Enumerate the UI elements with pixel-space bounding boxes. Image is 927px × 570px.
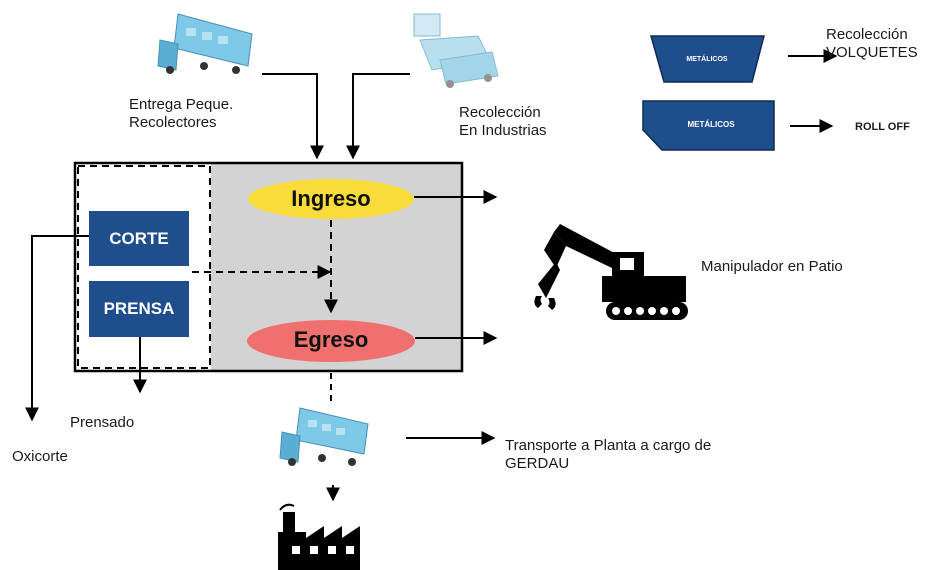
processing-zone (77, 165, 211, 369)
container-bottom-label: METÁLICOS (687, 120, 735, 129)
egreso-oval (247, 320, 415, 362)
corte-box (89, 211, 189, 266)
facility-outline (73, 161, 464, 373)
roll-off-label: ROLL OFF (855, 121, 910, 133)
volquete-container (650, 35, 765, 83)
prensado-label: Prensado (70, 414, 135, 431)
ingreso-label: Ingreso (291, 186, 371, 211)
recoleccion-volquetes-line1: Recolección (826, 26, 908, 43)
arrow-industrias-in (346, 73, 410, 160)
entrega-line2: Recolectores (129, 114, 217, 131)
industrial-truck-icon (413, 13, 499, 88)
prensa-box (89, 281, 189, 337)
container-top-label: METÁLICOS (686, 56, 728, 63)
factory-icon (278, 503, 360, 570)
transporte-label: Transporte a Planta a cargo de GERDAU (505, 437, 711, 473)
recoleccion-industrias-line2: En Industrias (459, 122, 547, 139)
prensa-label: PRENSA (103, 299, 175, 318)
arrow-oxicorte (25, 235, 89, 422)
corte-label: CORTE (109, 229, 169, 248)
manipulador-label: Manipulador en Patio (701, 258, 843, 275)
excavator-icon (534, 224, 688, 320)
truck-icon (157, 13, 253, 74)
transporte-line1: Transporte a Planta a cargo de (505, 437, 712, 454)
rolloff-container (642, 100, 775, 151)
ingreso-oval (248, 179, 414, 219)
recoleccion-industrias-label: Recolección En Industrias (459, 104, 547, 140)
oxicorte-label: Oxicorte (12, 448, 68, 465)
egreso-label: Egreso (293, 327, 369, 352)
entrega-label: Entrega Peque. Recolectores (129, 96, 233, 132)
recoleccion-volquetes-line2: VOLQUETES (826, 44, 918, 61)
arrow-entrega-in (262, 73, 324, 160)
entrega-line1: Entrega Peque. (129, 96, 234, 113)
recoleccion-industrias-line1: Recolección (459, 104, 541, 121)
transporte-line2: GERDAU (505, 455, 570, 472)
truck-icon (279, 407, 369, 466)
recoleccion-volquetes-label: Recolección VOLQUETES (826, 26, 918, 62)
